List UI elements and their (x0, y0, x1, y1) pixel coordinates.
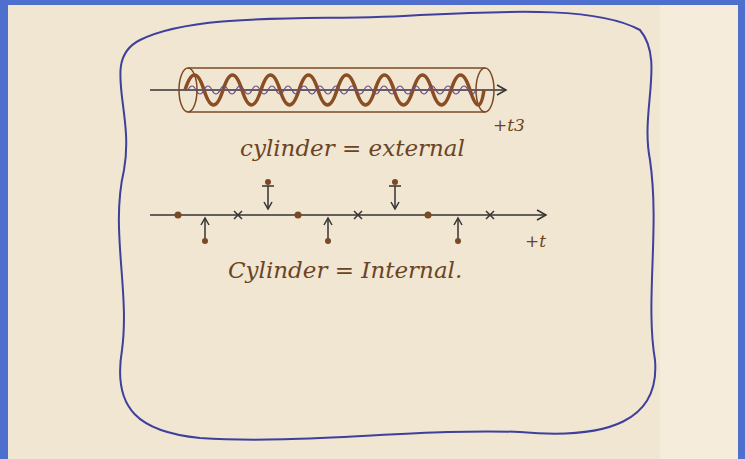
cross-marks (234, 211, 494, 219)
small-wave (188, 86, 476, 94)
dots (175, 212, 432, 219)
axis-arrowhead (537, 210, 546, 220)
axis-label: +t3 (493, 116, 525, 135)
down-arrows (262, 179, 401, 209)
t-axis (150, 214, 545, 216)
paper (8, 5, 738, 459)
blob-outline (119, 12, 655, 440)
cylinder-edge (188, 111, 485, 113)
helix-wave (185, 75, 484, 105)
axis-arrowhead (497, 85, 506, 95)
cylinder-edge (188, 67, 485, 69)
caption-text: Cylinder = Internal. (228, 258, 462, 283)
caption-text: cylinder = external (240, 136, 465, 161)
axis-label: +t (525, 232, 546, 251)
paper-edge (660, 5, 738, 459)
up-arrows (201, 218, 462, 244)
